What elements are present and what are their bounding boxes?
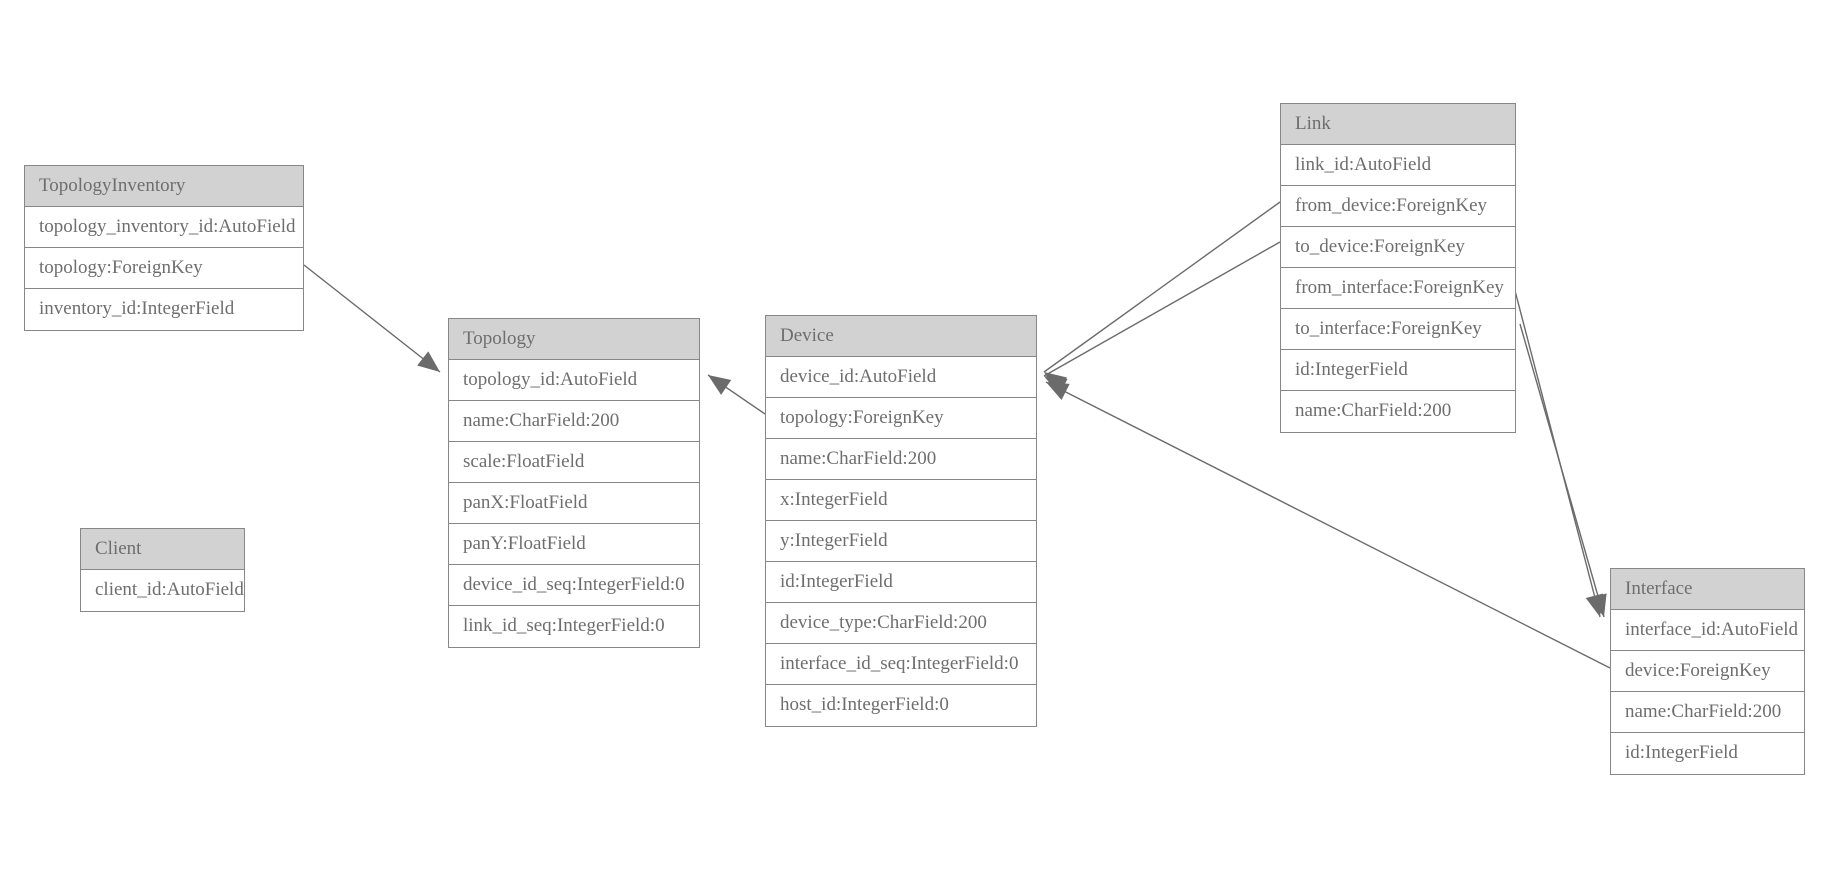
- relationship-line: [303, 264, 441, 373]
- entity-link-field[interactable]: to_device:ForeignKey: [1281, 227, 1515, 268]
- entity-topologyinventory-field[interactable]: topology_inventory_id:AutoField: [25, 207, 303, 248]
- entity-interface-field[interactable]: interface_id:AutoField: [1611, 610, 1804, 651]
- relationship-arrowhead: [1046, 382, 1070, 400]
- relationship-arrowhead: [1044, 372, 1068, 393]
- entity-device-field[interactable]: x:IntegerField: [766, 480, 1036, 521]
- entity-device-field[interactable]: device_id:AutoField: [766, 357, 1036, 398]
- entity-topology-field[interactable]: name:CharField:200: [449, 401, 699, 442]
- entity-device-title: Device: [766, 316, 1036, 357]
- entity-topology-field[interactable]: panY:FloatField: [449, 524, 699, 565]
- entity-device-field[interactable]: topology:ForeignKey: [766, 398, 1036, 439]
- entity-link-field[interactable]: name:CharField:200: [1281, 391, 1515, 432]
- relationship-line: [1043, 241, 1281, 377]
- entity-device-field[interactable]: interface_id_seq:IntegerField:0: [766, 644, 1036, 685]
- relationship-line: [1043, 201, 1281, 373]
- entity-topology-field[interactable]: panX:FloatField: [449, 483, 699, 524]
- entity-topologyinventory-field[interactable]: inventory_id:IntegerField: [25, 289, 303, 330]
- relationship-topologyinventory-topology: [303, 264, 441, 373]
- entity-topologyinventory-title: TopologyInventory: [25, 166, 303, 207]
- relationship-link-to-device: [1043, 241, 1281, 395]
- relationship-device-topology: [707, 374, 766, 415]
- relationship-arrowhead: [417, 351, 440, 372]
- entity-link-title: Link: [1281, 104, 1515, 145]
- entity-topology-field[interactable]: link_id_seq:IntegerField:0: [449, 606, 699, 647]
- entity-interface-field[interactable]: device:ForeignKey: [1611, 651, 1804, 692]
- relationship-link-from-interface: [1512, 282, 1604, 618]
- relationship-arrowhead: [1585, 593, 1604, 617]
- entity-client-field[interactable]: client_id:AutoField: [81, 570, 244, 611]
- relationship-link-to-interface: [1519, 323, 1607, 618]
- relationship-line: [1519, 323, 1605, 618]
- entity-link-field[interactable]: from_interface:ForeignKey: [1281, 268, 1515, 309]
- relationship-link-from-device: [1043, 201, 1281, 393]
- relationship-arrowhead: [708, 375, 732, 395]
- relationship-arrowhead: [1044, 376, 1068, 395]
- entity-device-field[interactable]: device_type:CharField:200: [766, 603, 1036, 644]
- entity-interface-title: Interface: [1611, 569, 1804, 610]
- entity-client-title: Client: [81, 529, 244, 570]
- entity-link-field[interactable]: id:IntegerField: [1281, 350, 1515, 391]
- entity-topology-field[interactable]: scale:FloatField: [449, 442, 699, 483]
- entity-link-field[interactable]: to_interface:ForeignKey: [1281, 309, 1515, 350]
- entity-device-field[interactable]: host_id:IntegerField:0: [766, 685, 1036, 726]
- entity-topology-field[interactable]: topology_id:AutoField: [449, 360, 699, 401]
- entity-topologyinventory-field[interactable]: topology:ForeignKey: [25, 248, 303, 289]
- entity-topology-title: Topology: [449, 319, 699, 360]
- entity-device-field[interactable]: y:IntegerField: [766, 521, 1036, 562]
- entity-link-field[interactable]: link_id:AutoField: [1281, 145, 1515, 186]
- relationship-line: [707, 374, 766, 415]
- entity-link-field[interactable]: from_device:ForeignKey: [1281, 186, 1515, 227]
- relationship-line: [1512, 282, 1601, 618]
- entity-device-field[interactable]: name:CharField:200: [766, 439, 1036, 480]
- entity-topology-field[interactable]: device_id_seq:IntegerField:0: [449, 565, 699, 606]
- entity-device-field[interactable]: id:IntegerField: [766, 562, 1036, 603]
- entity-interface-field[interactable]: id:IntegerField: [1611, 733, 1804, 774]
- entity-interface-field[interactable]: name:CharField:200: [1611, 692, 1804, 733]
